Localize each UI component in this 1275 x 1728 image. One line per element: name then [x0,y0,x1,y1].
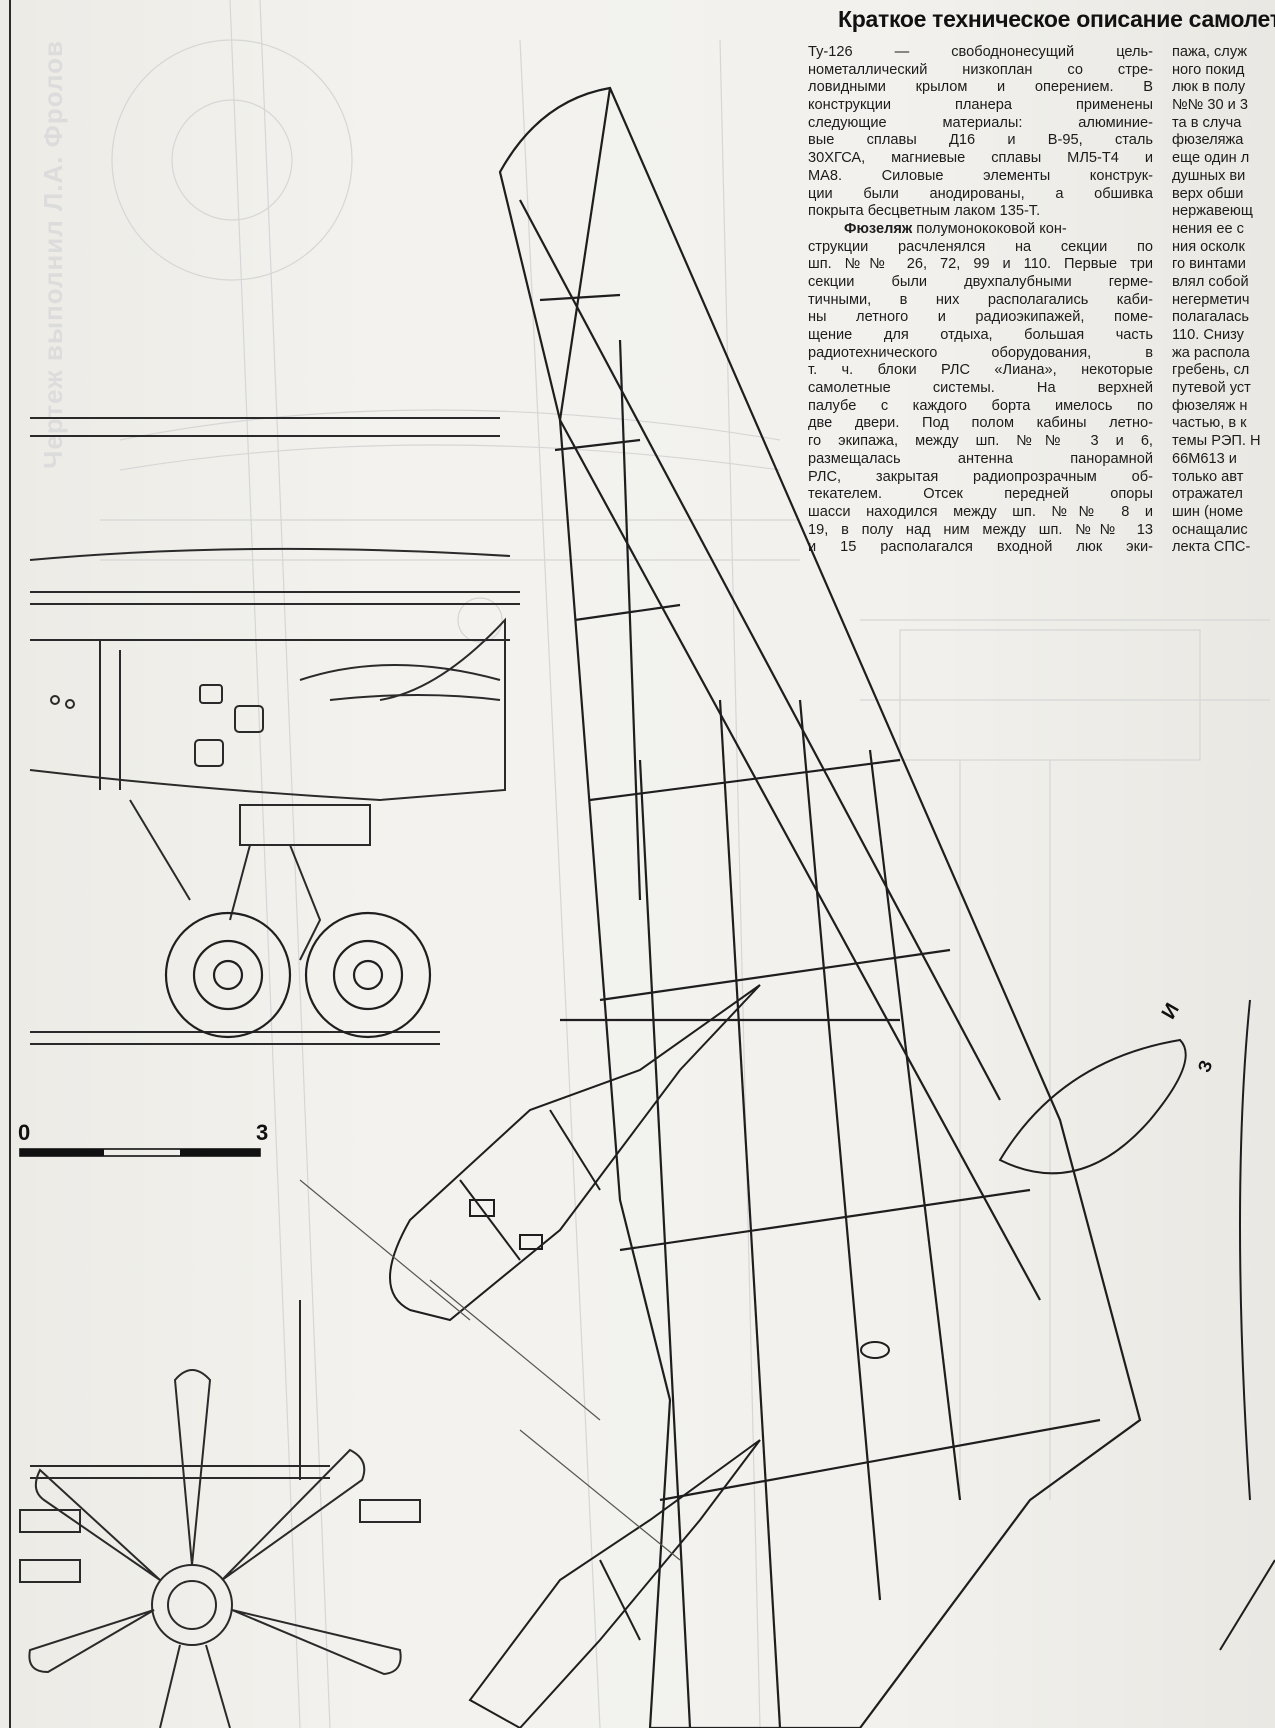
text-line: МА8. Силовые элементы конструк- [808,167,1153,184]
text-line: 19, в полу над ним между шп. №№ 13 [808,521,1153,538]
text-line: ны летного и радиоэкипажей, поме- [808,309,1153,326]
text-line: шасси находился между шп. №№ 8 и [808,503,1153,520]
fuselage-side-view [29,417,520,1045]
text-line: го экипажа, между шп. №№ 3 и 6, [808,433,1153,450]
text-line: гребень, сл [1172,362,1250,379]
text-line: темы РЭП. Н [1172,433,1261,450]
text-line: еще один л [1172,150,1250,167]
text-line: и 15 располагался входной люк эки- [808,539,1153,556]
text-line: покрыта бесцветным лаком 135-Т. [808,203,1041,220]
text-line: верх обши [1172,185,1244,202]
text-line: нения ее с [1172,220,1244,237]
text-line: только авт [1172,468,1244,485]
text-line: тичными, в них располагались каби- [808,291,1153,308]
text-line: ния осколк [1172,238,1245,255]
text-line: Ту-126 — свободнонесущий цель- [808,44,1153,60]
text-line: струкции расчленялся на секции по [808,238,1153,255]
text-line: конструкции планера применены [808,97,1153,114]
text-line: жа распола [1172,344,1250,361]
scale-start-label: 0 [18,1120,31,1145]
text-line: нержавеющ [1172,203,1253,220]
text-line: радиотехнического оборудования, в [808,344,1153,361]
text-line: отражател [1172,486,1243,503]
text-line: 30ХГСА, магниевые сплавы МЛ5-Т4 и [808,150,1153,167]
text-line: 66М613 и [1172,450,1237,467]
text-line: фюзеляж н [1172,397,1248,414]
text-line: две двери. Под полом кабины летно- [808,415,1153,432]
article-column-1: Ту-126 — свободнонесущий цель-нометаллич… [808,44,1153,557]
scale-end-label: 3 [256,1120,269,1145]
faint-background-lines [100,0,1270,1728]
text-line: фюзеляжа [1172,132,1244,149]
text-line: №№ 30 и 3 [1172,97,1248,114]
text-line: секции были двухпалубными герме- [808,273,1153,290]
text-line: та в случа [1172,114,1242,131]
text-line: негерметич [1172,291,1250,308]
text-line: РЛС, закрытая радиопрозрачным об- [808,468,1153,485]
text-line: 110. Снизу [1172,327,1244,343]
fuselage-heading: Фюзеляж [844,220,913,237]
main-landing-gear-wheels [164,911,432,1039]
text-line: го винтами [1172,256,1246,273]
fuselage-paragraph-start: Фюзеляж полумонококовой кон- [844,220,1067,237]
text-line: влял собой [1172,273,1249,290]
text-line: шин (номе [1172,503,1244,520]
text-line: душных ви [1172,167,1246,184]
text-line: ловидными крылом и оперением. В [808,79,1153,96]
text-line: полагалась [1172,309,1249,326]
text-line: частью, в к [1172,415,1247,432]
text-line: следующие материалы: алюминие- [808,114,1153,131]
scale-bar [19,1148,261,1157]
text-line: размещалась антенна панорамной [808,450,1153,467]
page-border [9,0,11,1728]
text-line: лекта СПС- [1172,539,1251,556]
text-line: пажа, служ [1172,44,1248,60]
article-title: Краткое техническое описание самолет [838,6,1275,32]
propeller-front-view [19,1300,421,1728]
text-line: вые сплавы Д16 и В-95, сталь [808,132,1153,149]
wing-tip-fuel-tank [860,999,1275,1651]
section-lines [299,1179,681,1561]
text-line: оснащалис [1172,521,1248,538]
text-line: щение для отдыха, большая часть [808,327,1153,343]
text-line: нометаллический низкоплан со стре- [808,61,1153,78]
text-line: ции были анодированы, а обшивка [808,185,1153,202]
text-line: текателем. Отсек передней опоры [808,486,1153,503]
text-line: шп. №№ 26, 72, 99 и 110. Первые три [808,256,1153,273]
wing-planform [498,86,1142,1728]
text-line: ного покид [1172,61,1245,78]
engine-nacelle-outer [468,1439,761,1728]
engine-nacelle-inner [389,984,761,1322]
text-line: путевой уст [1172,380,1251,397]
text-line: люк в полу [1172,79,1246,96]
text-line: самолетные системы. На верхней [808,380,1153,397]
text-line: т. ч. блоки РЛС «Лиана», некоторые [808,362,1153,379]
text-line: палубе с каждого борта имелось по [808,397,1153,414]
